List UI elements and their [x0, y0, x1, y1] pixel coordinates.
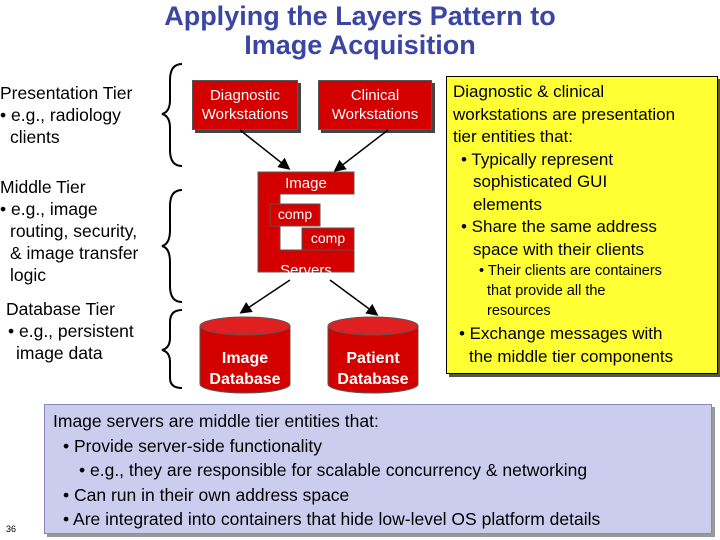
patient-database-line-2: Database	[337, 371, 409, 388]
note-sub-line-1: • Their clients are containers	[479, 263, 662, 279]
note-sub-line-3: resources	[487, 303, 551, 319]
patient-database: Patient Database	[326, 316, 420, 396]
middle-tier-note: Image servers are middle tier entities t…	[44, 404, 712, 534]
presentation-brace	[161, 63, 183, 167]
clinical-workstations-line-2: Workstations	[331, 106, 419, 123]
arrow-servers-to-patient-db	[329, 279, 379, 316]
arrow-servers-to-image-db	[239, 279, 291, 314]
database-tier-bullet-cont: image data	[16, 343, 103, 363]
connection-arrows	[239, 129, 389, 316]
arrow-clinical-to-image	[333, 129, 389, 172]
note-line-1: Diagnostic & clinical	[453, 82, 605, 101]
diagnostic-workstations-line-1: Diagnostic	[209, 87, 281, 104]
patient-database-line-1: Patient	[346, 350, 400, 367]
middle-tier-label: Middle Tier • e.g., image routing, secur…	[0, 176, 165, 286]
note-line-2: workstations are presentation	[453, 104, 676, 124]
database-tier-bullet: • e.g., persistent	[8, 321, 134, 341]
presentation-tier-bullet-cont: clients	[10, 127, 60, 147]
title-line-2: Image Acquisition	[244, 30, 476, 60]
database-tier-heading: Database Tier	[6, 299, 115, 319]
patient-database-cylinder	[327, 316, 419, 394]
note-sub-line-2: that provide all the	[487, 283, 606, 299]
image-database: Image Database	[198, 316, 292, 396]
arrow-diagnostic-to-image	[239, 129, 291, 170]
presentation-tier-label: Presentation Tier • e.g., radiology clie…	[0, 82, 165, 148]
diagnostic-workstations-line-2: Workstations	[201, 106, 289, 123]
note-line-6: elements	[473, 194, 542, 214]
image-database-cylinder	[199, 316, 291, 394]
middle-tier-heading: Middle Tier	[0, 177, 86, 197]
clinical-workstations-box: Clinical Workstations	[318, 80, 432, 130]
presentation-tier-heading: Presentation Tier	[0, 83, 133, 103]
comp-label-1: comp	[277, 206, 313, 222]
note-line-9: • Exchange messages with	[459, 324, 663, 343]
page-number: 36	[6, 524, 17, 534]
clinical-workstations-line-1: Clinical	[350, 87, 400, 104]
image-label: Image	[285, 175, 327, 192]
middle-tier-bullet-cont-1: routing, security,	[10, 221, 138, 241]
note-line-10: the middle tier components	[469, 346, 674, 366]
bottom-note-line-4: • Can run in their own address space	[63, 484, 350, 505]
middle-tier-bullet-cont-2: & image transfer	[10, 243, 139, 263]
bottom-note-line-3: • e.g., they are responsible for scalabl…	[79, 460, 588, 480]
comp-component-1	[269, 203, 321, 227]
comp-component-2	[301, 227, 355, 251]
bottom-note-line-1: Image servers are middle tier entities t…	[53, 411, 379, 431]
database-brace	[161, 309, 183, 389]
bottom-note-line-5: • Are integrated into containers that hi…	[63, 509, 601, 529]
middle-brace	[161, 189, 183, 303]
middle-tier-bullet: • e.g., image	[0, 199, 98, 219]
image-server-container	[257, 171, 355, 273]
slide-title: Applying the Layers Pattern to Image Acq…	[0, 2, 720, 60]
comp-label-2: comp	[310, 230, 346, 246]
database-tier-label: Database Tier • e.g., persistent image d…	[6, 298, 166, 364]
note-line-8: space with their clients	[473, 239, 645, 259]
diagnostic-workstations-box: Diagnostic Workstations	[192, 80, 298, 130]
image-database-line-2: Database	[209, 371, 281, 388]
image-database-line-1: Image	[221, 350, 269, 367]
servers-label: Servers	[280, 262, 332, 279]
bottom-note-line-2: • Provide server-side functionality	[63, 435, 323, 456]
presentation-tier-note: Diagnostic & clinical workstations are p…	[446, 76, 718, 374]
presentation-tier-bullet: • e.g., radiology	[0, 105, 121, 125]
note-line-7: • Share the same address	[461, 217, 657, 236]
middle-tier-bullet-cont-3: logic	[10, 265, 46, 285]
tier-braces	[161, 63, 183, 389]
note-line-3: tier entities that:	[453, 127, 574, 146]
note-line-4: • Typically represent	[461, 149, 614, 169]
note-line-5: sophisticated GUI	[473, 172, 608, 191]
title-line-1: Applying the Layers Pattern to	[164, 1, 556, 31]
